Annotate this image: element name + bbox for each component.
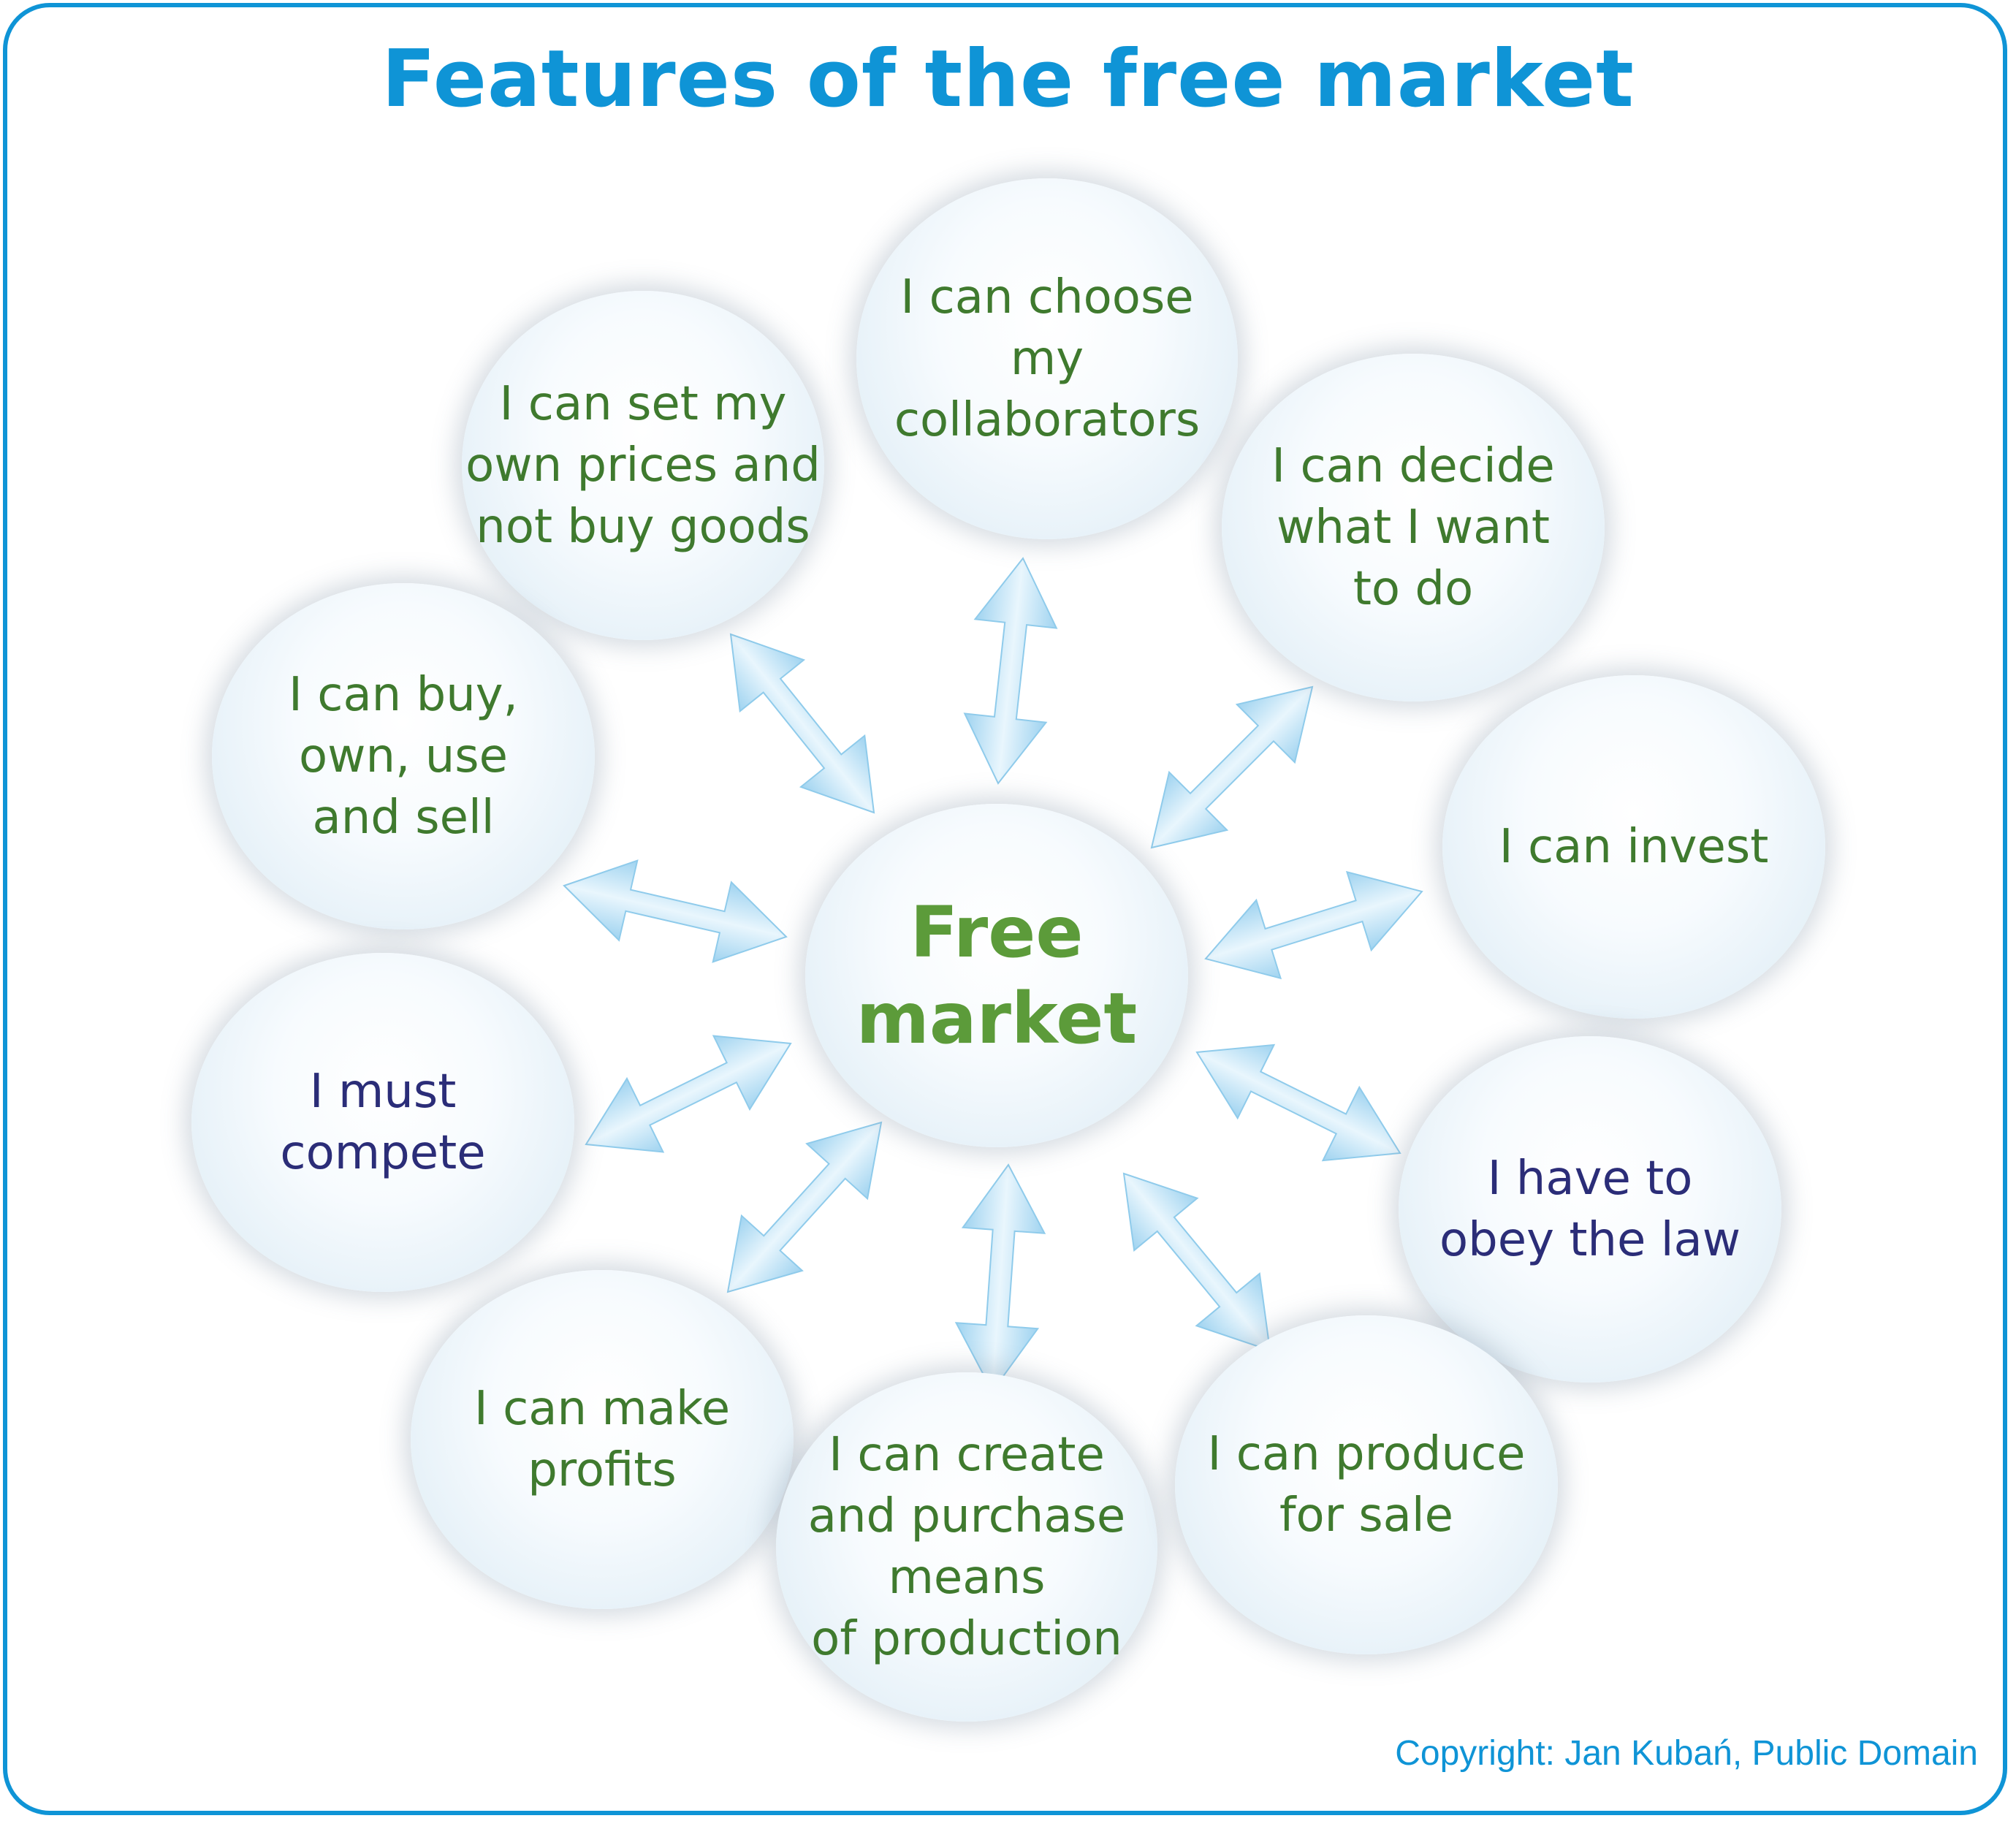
diagram-frame [3,3,2007,1815]
bubble-label: I can decide what I want to do [1271,439,1555,616]
bubble-must-compete: I must compete [191,953,574,1292]
arrow-compete [585,1035,792,1153]
bubble-choose-collaborators: I can choose my collaborators [856,178,1238,539]
arrow-profits-shape [726,1121,883,1293]
arrow-buy-shape [563,859,788,963]
arrow-law [1195,1043,1401,1162]
arrow-compete-shape [585,1035,792,1153]
bubble-set-prices: I can set my own prices and not buy good… [462,291,824,640]
arrow-set-prices-shape [729,633,875,814]
bubble-label: I can produce for sale [1207,1427,1526,1543]
arrow-profits [726,1121,883,1293]
bubble-label: I can create and purchase means of produ… [807,1428,1126,1666]
bubble-label: I must compete [280,1065,486,1180]
arrow-choose-shape [963,557,1058,785]
arrow-set-prices [729,633,875,814]
arrow-decide [1150,685,1314,849]
arrow-invest-shape [1204,870,1423,980]
center-bubble-free-market: Free market [805,804,1188,1147]
bubble-label: I can choose my collaborators [894,270,1201,447]
bubble-means-of-production: I can create and purchase means of produ… [776,1372,1157,1722]
bubble-label: I can make profits [473,1382,731,1497]
bubble-label: I can invest [1499,820,1769,874]
copyright-note: Copyright: Jan Kubań, Public Domain [1395,1734,1978,1773]
center-label: Free market [856,892,1138,1060]
arrow-law-shape [1195,1043,1401,1162]
bubble-produce-for-sale: I can produce for sale [1175,1315,1558,1654]
bubble-label: I can buy, own, use and sell [289,668,518,845]
arrow-produce-shape [1122,1172,1271,1352]
arrow-choose [963,557,1058,785]
bubble-decide-what-to-do: I can decide what I want to do [1222,354,1605,702]
arrow-means-shape [954,1163,1046,1393]
bubble-invest: I can invest [1442,675,1825,1019]
bubble-label: I have to obey the law [1439,1152,1741,1267]
arrow-invest [1204,870,1423,980]
bubble-buy-own-use-sell: I can buy, own, use and sell [212,583,595,929]
diagram-title: Features of the free market [381,34,1635,125]
arrow-produce [1122,1172,1271,1352]
bubble-label: I can set my own prices and not buy good… [465,377,821,554]
arrow-decide-shape [1150,685,1314,849]
arrow-means [954,1163,1046,1393]
bubble-make-profits: I can make profits [411,1270,794,1609]
arrow-buy [563,859,788,963]
bubble-obey-the-law: I have to obey the law [1399,1036,1781,1383]
